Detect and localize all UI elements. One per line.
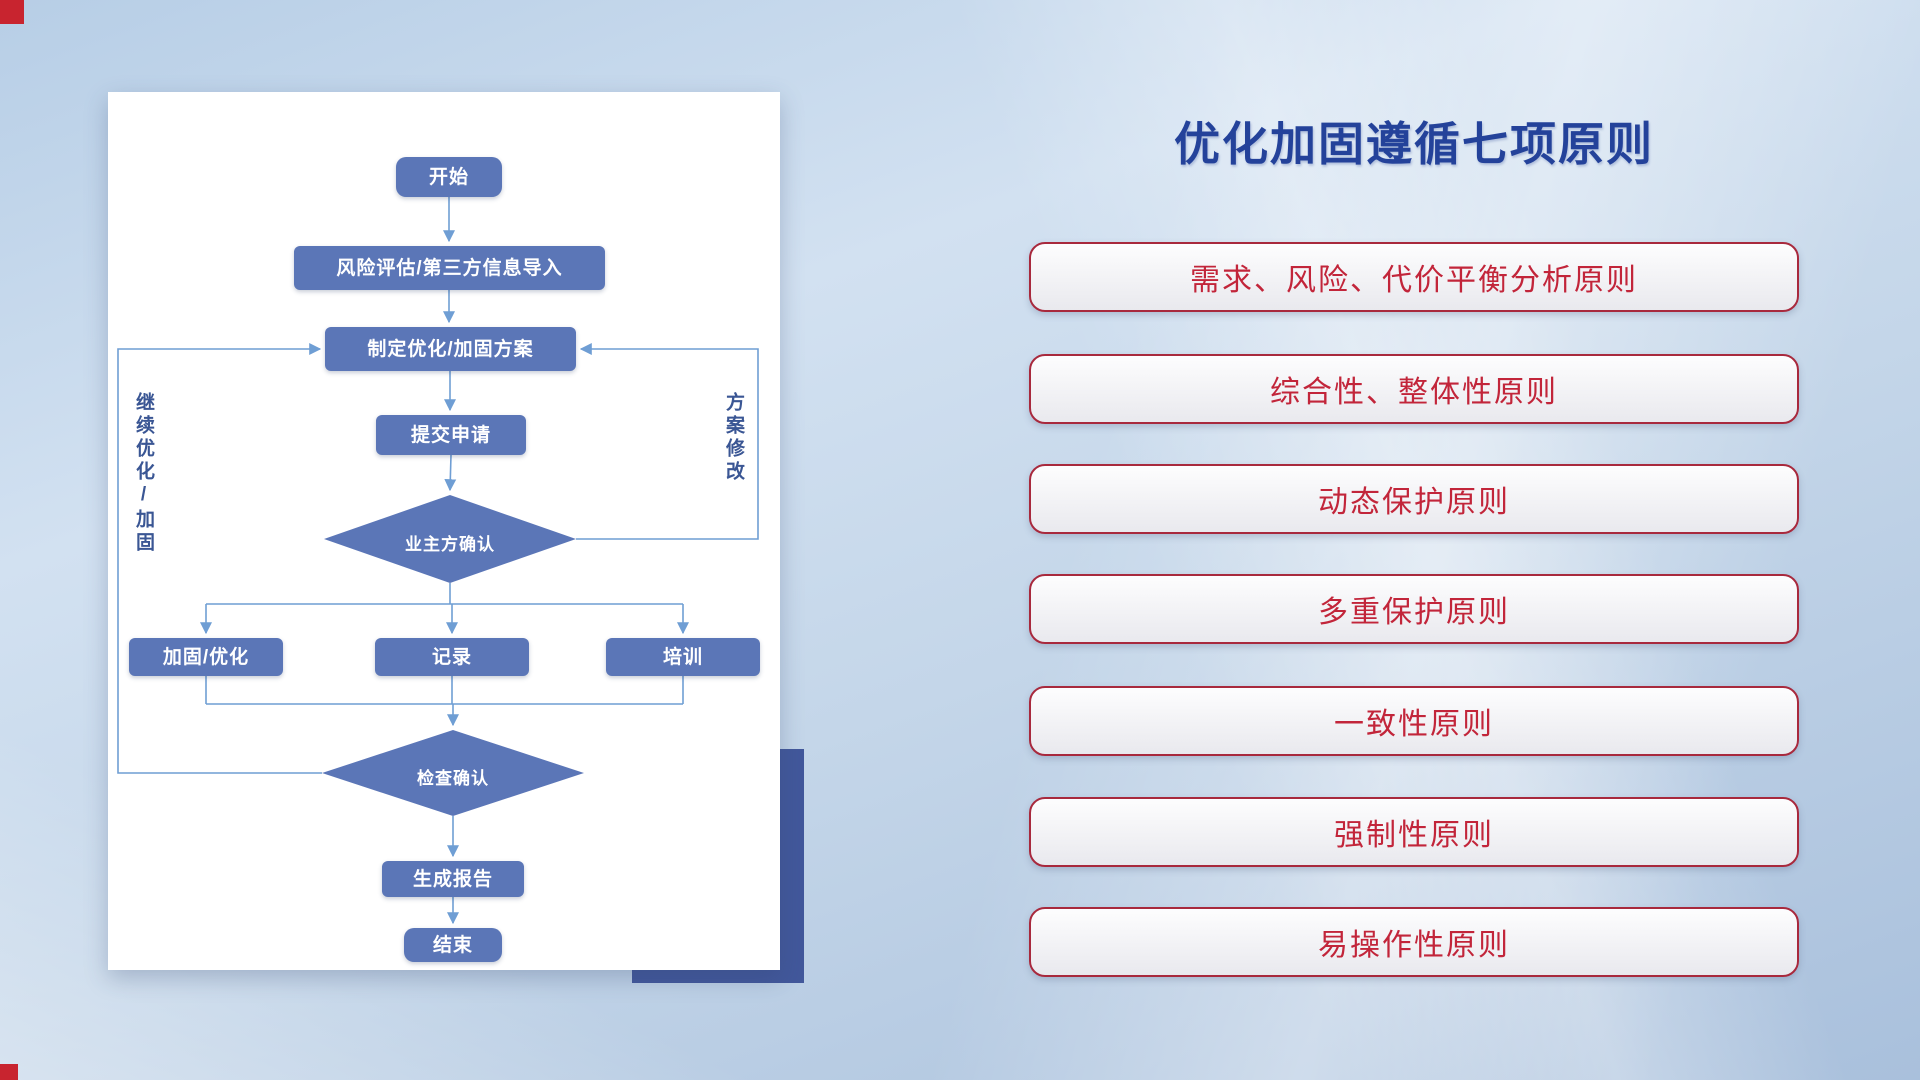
principle-item: 综合性、整体性原则 (1029, 354, 1799, 424)
flowchart-card: 开始 风险评估/第三方信息导入 制定优化/加固方案 提交申请 业主方确认 加固/… (108, 92, 780, 970)
flow-node-record: 记录 (375, 638, 529, 676)
flow-node-owner-confirm-label: 业主方确认 (405, 535, 495, 554)
flow-node-check-confirm-label: 检查确认 (417, 769, 489, 788)
corner-accent-bottom-left (0, 1064, 18, 1080)
principles-title: 优化加固遵循七项原则 (1174, 118, 1654, 170)
principle-item: 动态保护原则 (1029, 464, 1799, 534)
flow-node-end: 结束 (404, 928, 502, 962)
corner-accent-top-left (0, 0, 24, 24)
principle-item: 一致性原则 (1029, 686, 1799, 756)
flow-diamonds (322, 495, 584, 816)
principles-panel: 优化加固遵循七项原则 (1029, 108, 1799, 174)
flow-node-report: 生成报告 (382, 861, 524, 897)
owner-confirm-diamond-shape (324, 495, 576, 583)
loop-label-continue-optimize: 继续优化/加固 (133, 392, 154, 555)
principle-item: 强制性原则 (1029, 797, 1799, 867)
check-confirm-diamond-shape (322, 730, 584, 816)
flow-node-make-plan: 制定优化/加固方案 (325, 327, 576, 371)
principle-item: 需求、风险、代价平衡分析原则 (1029, 242, 1799, 312)
loop-label-plan-revision: 方案修改 (723, 392, 744, 484)
flow-node-submit: 提交申请 (376, 415, 526, 455)
flow-node-start: 开始 (396, 157, 502, 197)
flow-node-harden-optimize: 加固/优化 (129, 638, 283, 676)
flow-node-training: 培训 (606, 638, 760, 676)
principle-item: 多重保护原则 (1029, 574, 1799, 644)
flow-connectors (117, 197, 759, 925)
principle-item: 易操作性原则 (1029, 907, 1799, 977)
flowchart-connectors-svg (117, 197, 759, 925)
flow-node-risk-import: 风险评估/第三方信息导入 (294, 246, 605, 290)
